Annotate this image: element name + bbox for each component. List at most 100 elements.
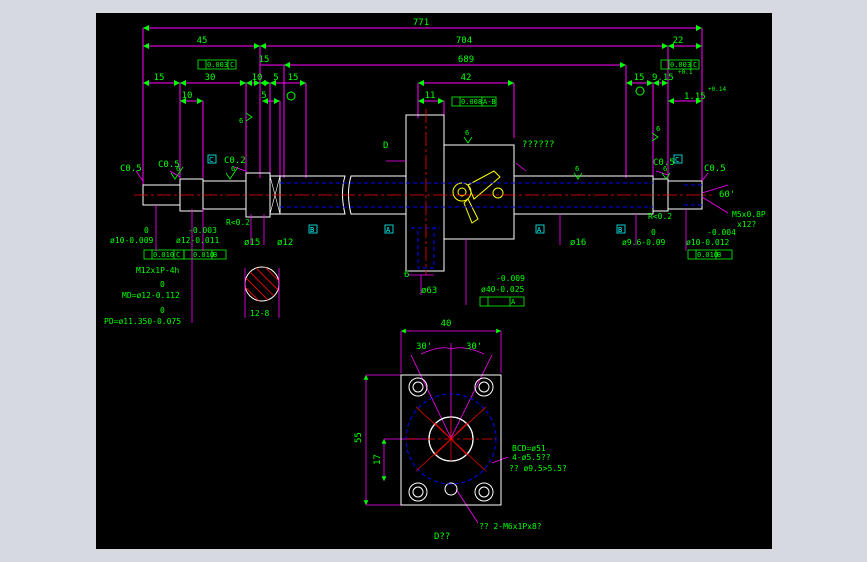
dia-10-left: ø10-0.009 <box>110 236 154 245</box>
svg-text:-0.004: -0.004 <box>707 228 736 237</box>
flange-view: 40 30' 30' 55 17 BCD=ø51 4-ø5.5?? ?? ø9.… <box>354 319 567 542</box>
datum-tags <box>207 154 683 234</box>
annotations: C0.5 C0.5 C0.2 C0.5 C0.5 60' M5x0.8P x12… <box>104 140 766 326</box>
dim-r115: 1.15 <box>684 92 706 102</box>
chamfer-c05d: C0.5 <box>704 164 726 174</box>
dim-l10b: 10 <box>182 91 193 101</box>
dim-r915: 9.15 <box>652 73 674 83</box>
svg-text:6: 6 <box>176 165 180 173</box>
svg-text:A: A <box>386 226 391 234</box>
dim-nut11: 11 <box>425 91 436 101</box>
tol-ref-b2: B <box>717 251 721 259</box>
svg-text:-0.009: -0.009 <box>496 274 525 283</box>
chamfer-c02: C0.2 <box>224 156 246 166</box>
ball-screw-drawing: 771 45 704 22 15 689 15 30 10 5 15 10 5 … <box>104 18 766 542</box>
svg-text:6: 6 <box>575 165 579 173</box>
dia-15: ø15 <box>244 238 260 248</box>
thread-m5: M5x0.8P <box>732 210 766 219</box>
flatness-marks <box>286 86 645 101</box>
svg-text:B: B <box>618 226 622 234</box>
svg-text:6: 6 <box>656 125 660 133</box>
dim-r15: 15 <box>634 73 645 83</box>
svg-text:6: 6 <box>239 117 243 125</box>
tolerance-frames <box>143 59 733 307</box>
svg-text:-0.003: -0.003 <box>188 226 217 235</box>
view-title: D?? <box>434 532 450 542</box>
dim-six: 6 <box>404 270 409 280</box>
thread-m5-depth: x12? <box>737 220 756 229</box>
dia-16: ø16 <box>570 238 586 248</box>
ball-screw-shaft <box>142 114 703 272</box>
chamfer-c05c: C0.5 <box>653 158 675 168</box>
dim-nut42: 42 <box>461 73 472 83</box>
svg-text:C: C <box>675 156 679 164</box>
leader-lines <box>135 160 729 323</box>
angle-30-left: 30' <box>416 342 432 352</box>
nut-callout: ?????? <box>522 140 555 150</box>
thread-pd: PD=ø11.350-0.075 <box>104 317 181 326</box>
thread-m12: M12x1P-4h <box>136 266 180 275</box>
dim-l15b: 15 <box>288 73 299 83</box>
svg-text:A: A <box>537 226 542 234</box>
hidden-lines <box>280 182 702 269</box>
flange-width: 40 <box>441 319 452 329</box>
dim-mid704: 704 <box>456 36 472 46</box>
dim-l30: 30 <box>205 73 216 83</box>
bolt-holes: 4-ø5.5?? <box>512 453 551 462</box>
svg-text:0: 0 <box>651 228 656 237</box>
tol-t5: 0.010 <box>193 251 214 259</box>
tol-t6: 0.010 <box>697 251 718 259</box>
svg-text:0: 0 <box>160 306 165 315</box>
roughness-text: 6 6 6 6 6 6 6 <box>176 117 667 173</box>
tol-ref-c2: C <box>693 61 697 69</box>
svg-text:B: B <box>310 226 314 234</box>
dim-l10: 10 <box>252 73 263 83</box>
dia-96: ø9.6-0.09 <box>622 238 666 247</box>
tol-t3: 0.008 <box>461 98 482 106</box>
dim-r915-tol: +0.1 <box>678 69 693 76</box>
top-dimension-text: 771 45 704 22 15 689 15 30 10 5 15 10 5 … <box>154 18 727 102</box>
tolerance-text: 0.003 C 0.003 C 0.008 A-B 0.010 C 0.010 … <box>153 61 721 306</box>
nut-return-tube <box>452 170 504 224</box>
bolt-circle: BCD=ø51 <box>512 444 546 453</box>
datum-text: C C B A A B <box>209 156 679 234</box>
dim-15a: 15 <box>259 55 270 65</box>
view-direction-d: D <box>383 141 388 151</box>
dia-63: ø63 <box>421 286 437 296</box>
tol-t4: 0.010 <box>153 251 174 259</box>
dia-12-left: ø12-0.011 <box>176 236 220 245</box>
tol-ref-b: B <box>213 251 217 259</box>
cad-viewport[interactable]: 771 45 704 22 15 689 15 30 10 5 15 10 5 … <box>96 13 772 549</box>
svg-text:C: C <box>209 156 213 164</box>
top-dimensions <box>142 25 703 188</box>
counterbore: ?? ø9.5>5.5? <box>509 464 567 473</box>
dim-r115-tol: +0.14 <box>708 86 726 93</box>
dim-l5b: 5 <box>261 91 266 101</box>
dim-left45: 45 <box>197 36 208 46</box>
tapped-holes: ?? 2-M6x1Px8? <box>479 522 542 531</box>
svg-text:6: 6 <box>465 129 469 137</box>
tol-ref-ab: A-B <box>483 98 496 106</box>
dim-l5: 5 <box>273 73 278 83</box>
angle-60: 60' <box>719 190 735 200</box>
tol-ref-a: A <box>511 298 516 306</box>
svg-text:0: 0 <box>160 280 165 289</box>
dim-l15: 15 <box>154 73 165 83</box>
angle-30-right: 30' <box>466 342 482 352</box>
key-width: 12-8 <box>250 309 269 318</box>
dim-overall: 771 <box>413 18 429 28</box>
key-section <box>244 266 280 318</box>
dia-10-right: ø10-0.012 <box>686 238 730 247</box>
tol-t1: 0.003 <box>207 61 228 69</box>
svg-text:6: 6 <box>663 165 667 173</box>
tol-t2: 0.003 <box>670 61 691 69</box>
tol-ref-c3: C <box>176 251 180 259</box>
radius-left: R<0.2 <box>226 218 250 227</box>
flange-offset: 17 <box>373 454 383 465</box>
center-line <box>134 109 712 275</box>
svg-text:6: 6 <box>231 165 235 173</box>
dim-689: 689 <box>458 55 474 65</box>
roughness-symbols <box>170 112 671 180</box>
flange-height: 55 <box>354 432 364 443</box>
chamfer-c05a: C0.5 <box>120 164 142 174</box>
